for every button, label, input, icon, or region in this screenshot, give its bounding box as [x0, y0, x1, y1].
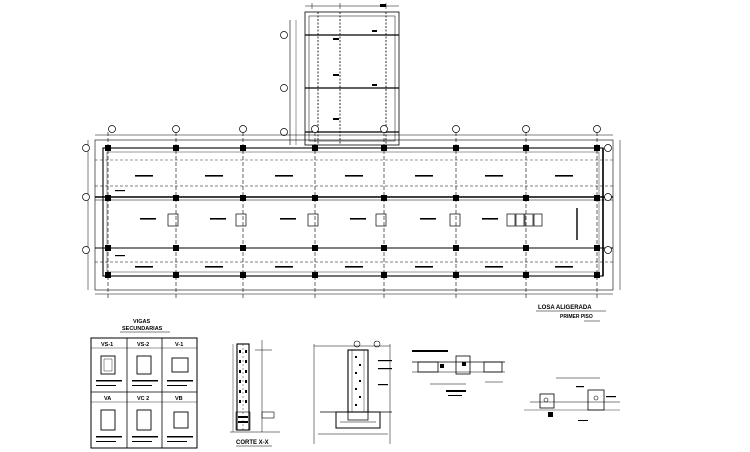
annex-plan — [289, 3, 400, 146]
beam-label-vb: VB — [175, 396, 183, 402]
section-x-x — [230, 340, 280, 433]
main-plan — [87, 132, 621, 298]
slab-rib-marks — [412, 350, 466, 396]
beams-table-title: VIGAS SECUNDARIAS — [120, 319, 170, 333]
section-label: CORTE X-X — [236, 440, 269, 446]
beams-table-underlines — [96, 380, 193, 442]
annex-axis-bubbles — [280, 31, 288, 136]
plan-columns — [105, 145, 600, 278]
section-hatch — [238, 350, 248, 423]
beams-title: VIGAS — [133, 319, 150, 325]
beam-label-vs1: VS-1 — [101, 342, 113, 348]
annex-rebar-marks — [333, 4, 386, 120]
slab-rib-detail — [412, 355, 505, 385]
beams-subtitle: SECUNDARIAS — [122, 326, 163, 332]
beam-label-vc2: VC 2 — [137, 396, 149, 402]
plan-column-details — [167, 213, 543, 227]
beam-label-va: VA — [104, 396, 111, 402]
beams-table-labels: VS-1 VS-2 V-1 VA VC 2 VB — [101, 342, 183, 402]
joint-detail — [524, 377, 620, 411]
plan-title: LOSA ALIGERADA — [538, 305, 592, 311]
beam-label-v1: V-1 — [175, 342, 183, 348]
plan-rebar-marks — [115, 175, 573, 268]
plan-axis-bubbles — [82, 125, 612, 254]
footing-rebar-hatch — [355, 356, 392, 406]
joint-detail-marks — [548, 386, 616, 421]
plan-title-block: LOSA ALIGERADA PRIMER PISO — [536, 305, 606, 322]
footing-section — [313, 340, 392, 444]
beams-table — [90, 337, 198, 449]
beam-label-vs2: VS-2 — [137, 342, 149, 348]
plan-subtitle: PRIMER PISO — [560, 314, 593, 320]
